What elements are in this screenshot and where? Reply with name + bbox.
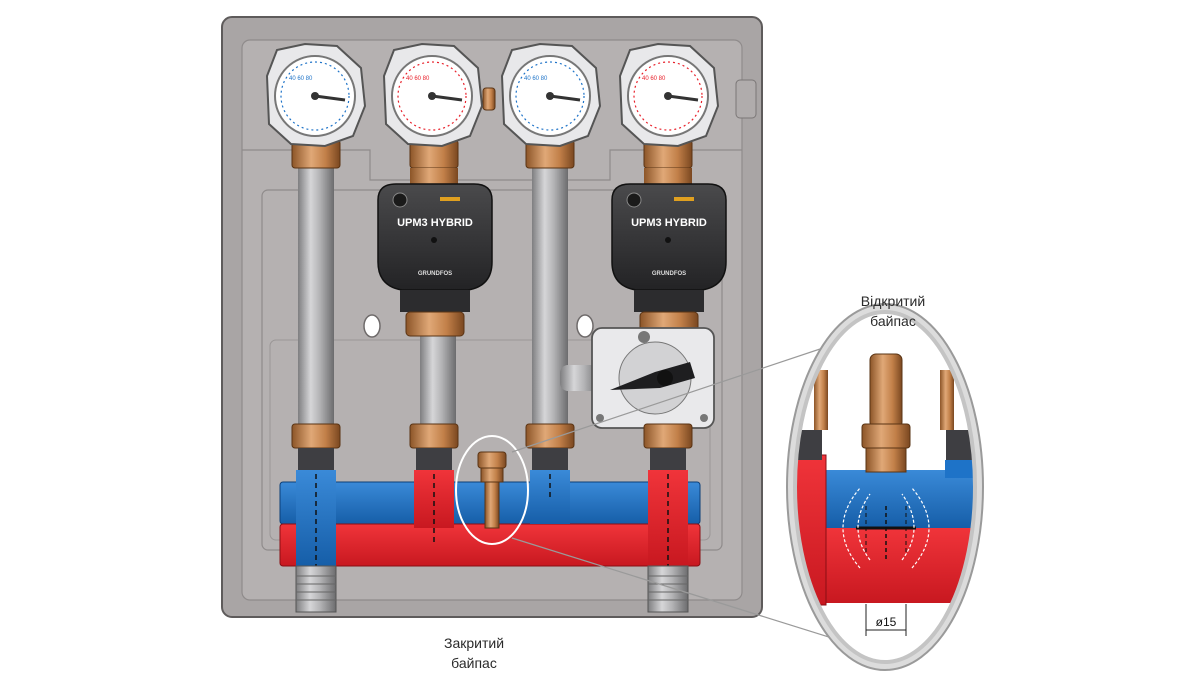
insulation-housing (221, 16, 763, 618)
mixing-valve-actuator (591, 327, 715, 429)
closed-bypass-line-1: Закритий (443, 635, 505, 651)
magnifier-lens: ø15 (786, 303, 984, 671)
manifold (279, 470, 701, 596)
pump-1: UPM3 HYBRID GRUNDFOS (377, 168, 493, 337)
open-bypass-line-2: байпас (870, 313, 916, 329)
closed-bypass-caption: Закритий байпас (424, 633, 524, 673)
pump-1-model: UPM3 HYBRID (397, 217, 473, 229)
open-bypass-line-1: Відкритий (860, 293, 926, 309)
open-bypass-caption: Відкритий байпас (838, 291, 948, 331)
diameter-label: ø15 (876, 615, 897, 629)
closed-bypass-line-2: байпас (451, 655, 497, 671)
gauge-4-scale-text: 40 60 80 (642, 76, 666, 82)
gauge-1-scale-text: 40 60 80 (289, 76, 313, 82)
lower-unions (291, 423, 693, 449)
gauge-3-scale-text: 40 60 80 (524, 76, 548, 82)
gauge-3: 40 60 80 (500, 42, 602, 148)
gauge-4: 40 60 80 (618, 42, 720, 148)
gauge-1: 40 60 80 (265, 42, 367, 148)
gauge-2-scale-text: 40 60 80 (406, 76, 430, 82)
pump-2: UPM3 HYBRID GRUNDFOS (611, 168, 727, 337)
bypass-valve (455, 435, 529, 545)
magnifier-connectors (511, 344, 833, 639)
bottom-outlets (295, 565, 689, 613)
pump-2-model: UPM3 HYBRID (631, 217, 707, 229)
gauge-2: 40 60 80 (382, 42, 484, 148)
pump-2-brand: GRUNDFOS (652, 271, 686, 277)
pump-1-brand: GRUNDFOS (418, 271, 452, 277)
